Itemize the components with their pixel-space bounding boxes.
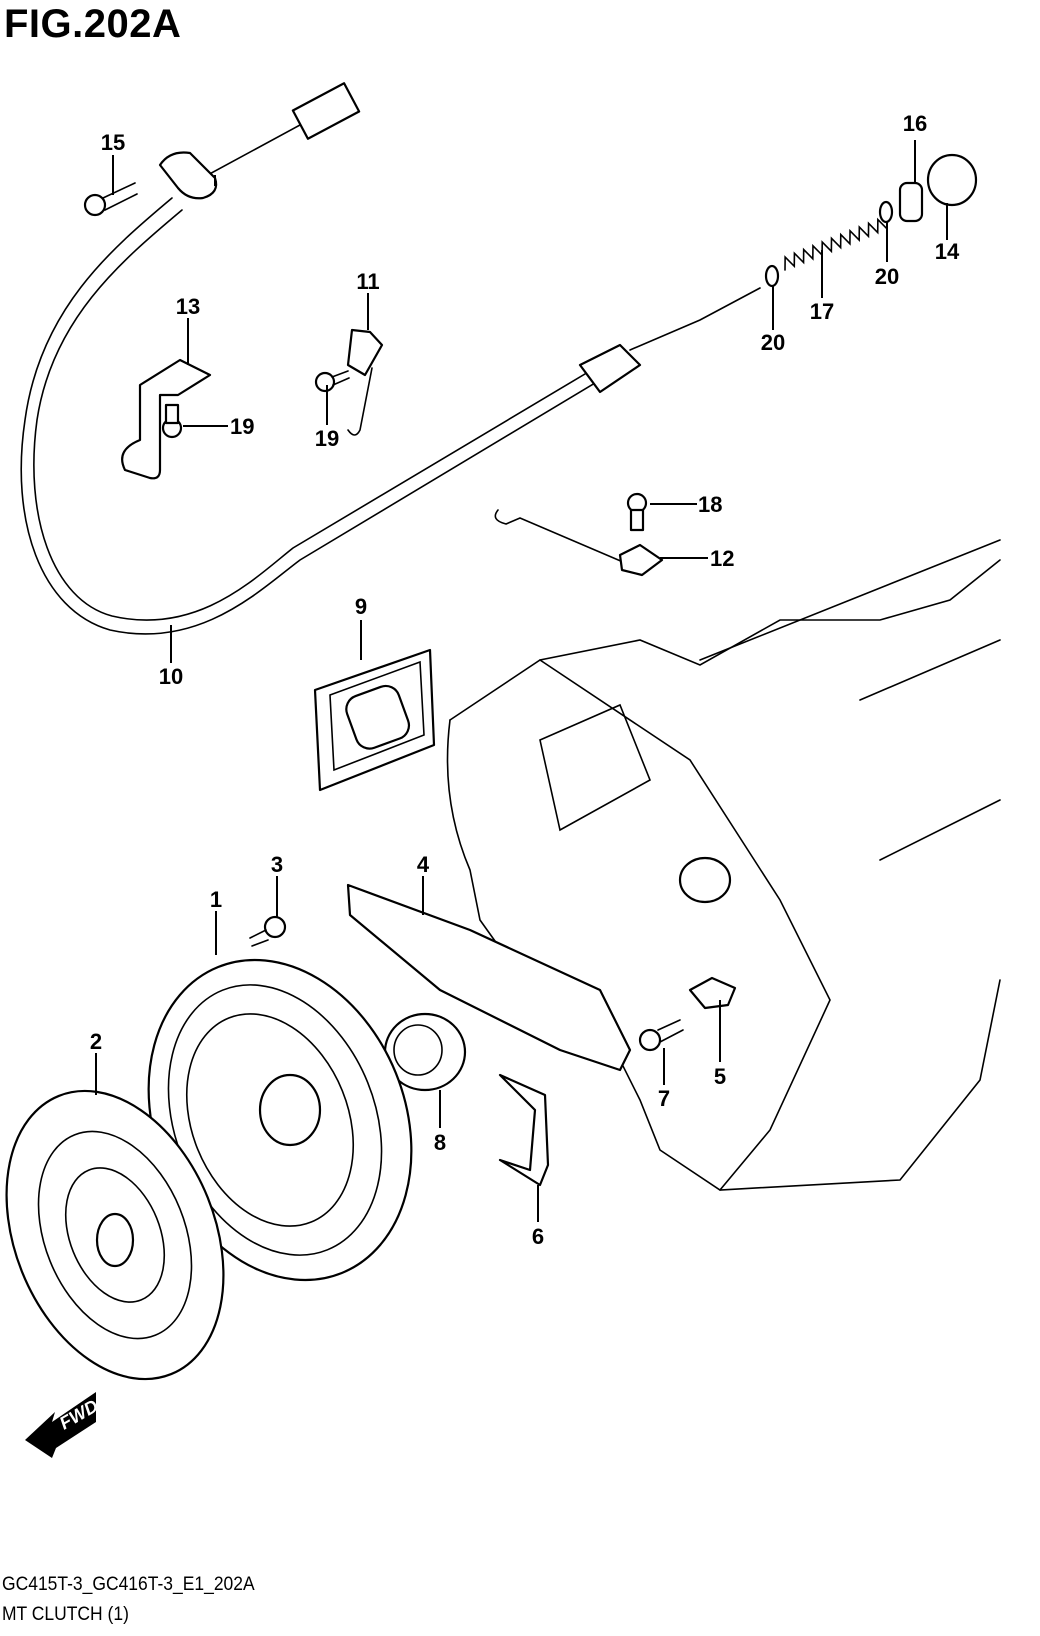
clutch-cable[interactable]	[20, 82, 761, 635]
figure-title: FIG.202A	[4, 2, 182, 46]
callout-3[interactable]: 3	[271, 852, 283, 877]
callout-15[interactable]: 15	[101, 130, 125, 155]
callout-1[interactable]: 1	[210, 887, 222, 912]
callout-2[interactable]: 2	[90, 1029, 102, 1054]
callout-18[interactable]: 18	[698, 492, 722, 517]
callout-13[interactable]: 13	[176, 294, 200, 319]
callout-17[interactable]: 17	[810, 299, 834, 324]
fork-pivot-clip[interactable]	[688, 976, 737, 1010]
cable-bracket[interactable]	[618, 543, 664, 577]
washer-20b[interactable]	[878, 200, 894, 224]
callout-14[interactable]: 14	[935, 239, 960, 264]
cable-clamp-hook	[347, 367, 373, 436]
cable-clamp-bracket[interactable]	[121, 358, 212, 480]
bolt-19b[interactable]	[314, 370, 350, 393]
bolt-19a[interactable]	[161, 403, 183, 439]
cable-bracket-rod	[494, 509, 631, 566]
callout-4[interactable]: 4	[417, 852, 430, 877]
bolt-15[interactable]	[83, 182, 138, 217]
boot[interactable]	[313, 648, 436, 792]
pivot-bolt[interactable]	[638, 1019, 684, 1052]
cable-threaded-end	[629, 287, 761, 351]
figure-name: MT CLUTCH (1)	[2, 1604, 129, 1625]
callout-20a[interactable]: 20	[761, 330, 785, 355]
cable-clevis	[291, 82, 361, 140]
clutch-disc[interactable]	[0, 1058, 264, 1411]
cable-outer-a	[20, 197, 601, 635]
bolt-18[interactable]	[626, 492, 648, 532]
callout-6[interactable]: 6	[532, 1224, 544, 1249]
callout-7[interactable]: 7	[658, 1086, 670, 1111]
cable-end-nut[interactable]	[898, 181, 924, 223]
callout-labels: 1 2 3 4 5 6 7 8 9 10 11 12 13 14 15 16 1…	[90, 111, 960, 1249]
figure-code: GC415T-3_GC416T-3_E1_202A	[2, 1574, 255, 1595]
callout-16[interactable]: 16	[903, 111, 927, 136]
cable-mount-flange	[158, 151, 218, 200]
leader-lines	[95, 140, 948, 1222]
callout-12[interactable]: 12	[710, 546, 734, 571]
callout-19b[interactable]: 19	[315, 426, 339, 451]
plate[interactable]	[498, 1073, 550, 1187]
transmission-housing	[446, 539, 1001, 1191]
cable-end-cushion[interactable]	[926, 153, 978, 207]
callout-11[interactable]: 11	[356, 269, 379, 294]
fwd-arrow-icon: FWD	[25, 1392, 101, 1458]
callout-20b[interactable]: 20	[875, 264, 899, 289]
clutch-cover[interactable]	[102, 920, 457, 1320]
callout-8[interactable]: 8	[434, 1130, 446, 1155]
washer-20a[interactable]	[764, 264, 780, 288]
cable-outer-b	[33, 209, 596, 621]
cable-adjuster-nut	[578, 343, 642, 394]
callout-10[interactable]: 10	[159, 664, 183, 689]
callout-19a[interactable]: 19	[230, 414, 254, 439]
callout-5[interactable]: 5	[714, 1064, 726, 1089]
spring[interactable]	[781, 217, 888, 271]
callout-9[interactable]: 9	[355, 594, 367, 619]
cable-clamp[interactable]	[346, 328, 384, 377]
release-fork[interactable]	[346, 883, 632, 1072]
bolt-3[interactable]	[249, 915, 287, 947]
